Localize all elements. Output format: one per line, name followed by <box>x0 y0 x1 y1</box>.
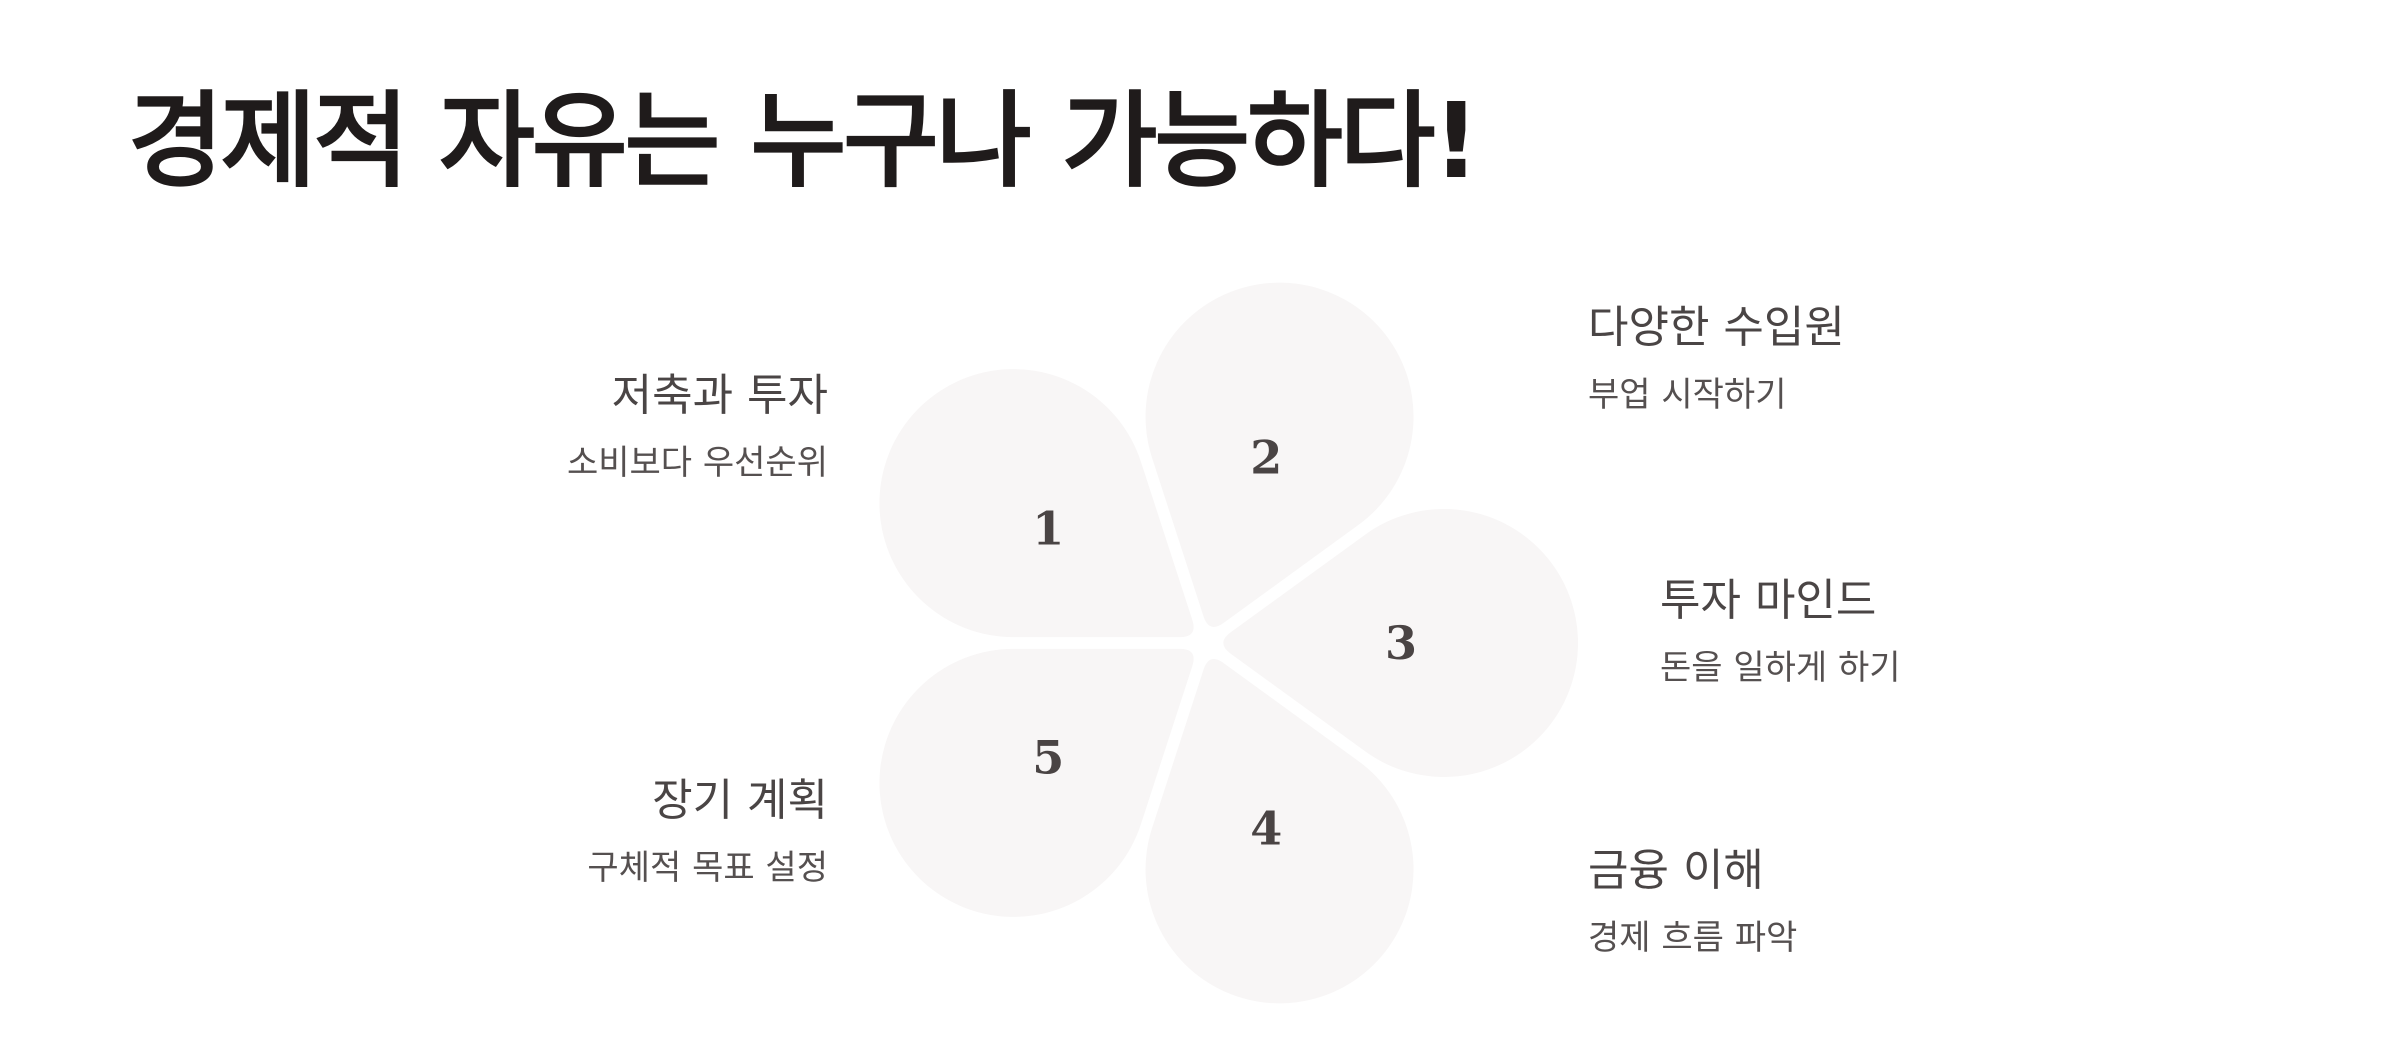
petal-2 <box>1145 282 1414 627</box>
petal-4-label: 금융 이해 경제 흐름 파악 <box>1588 845 1797 959</box>
petal-1-label: 저축과 투자 소비보다 우선순위 <box>567 370 828 484</box>
petal-3-description: 돈을 일하게 하기 <box>1660 647 1901 688</box>
petal-5-description: 구체적 목표 설정 <box>587 847 828 888</box>
petal-1-heading: 저축과 투자 <box>611 370 828 421</box>
petal-1-description: 소비보다 우선순위 <box>566 442 828 483</box>
petal-2-number: 2 <box>1250 431 1282 485</box>
petal-4-heading: 금융 이해 <box>1588 845 1764 896</box>
petal-4 <box>1145 659 1414 1004</box>
page-title: 경제적 자유는 누구나 가능하다! <box>128 80 1480 202</box>
petal-1 <box>879 369 1194 638</box>
petal-3-number: 3 <box>1385 616 1417 670</box>
petal-2-label: 다양한 수입원 부업 시작하기 <box>1588 302 1845 416</box>
petal-5-heading: 장기 계획 <box>652 775 828 826</box>
petal-3-label: 투자 마인드 돈을 일하게 하기 <box>1660 575 1901 689</box>
petal-2-description: 부업 시작하기 <box>1588 374 1787 415</box>
petal-5-label: 장기 계획 구체적 목표 설정 <box>587 775 828 889</box>
petal-4-description: 경제 흐름 파악 <box>1588 917 1798 958</box>
petal-1-number: 1 <box>1032 501 1064 555</box>
petal-3-heading: 투자 마인드 <box>1660 575 1877 626</box>
petal-5 <box>879 648 1194 917</box>
petal-3 <box>1223 508 1579 777</box>
petal-2-heading: 다양한 수입원 <box>1588 302 1845 353</box>
petal-4-number: 4 <box>1250 801 1282 855</box>
petal-5-number: 5 <box>1032 731 1064 785</box>
